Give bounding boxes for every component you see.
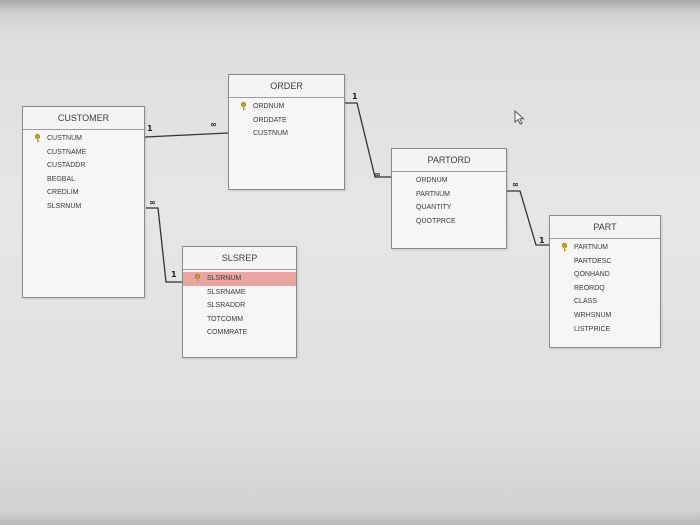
- field-label: CUSTNAME: [47, 148, 87, 156]
- field-part-listprice[interactable]: LISTPRICE: [550, 323, 660, 337]
- field-list-order: ORDNUM ORDDATE CUSTNUM: [229, 98, 344, 141]
- field-label: LISTPRICE: [574, 325, 611, 333]
- field-label: PARTDESC: [574, 257, 612, 265]
- cardinality-one-order-partord: 1: [352, 92, 358, 101]
- table-title-customer[interactable]: CUSTOMER: [23, 107, 144, 130]
- field-customer-credlim[interactable]: CREDLIM: [23, 186, 144, 200]
- cardinality-many-order-partord: ∞: [374, 170, 381, 179]
- key-icon: [35, 134, 40, 143]
- field-slsrep-slsraddr[interactable]: SLSRADDR: [183, 299, 296, 313]
- field-label: BEGBAL: [47, 175, 76, 183]
- field-part-partdesc[interactable]: PARTDESC: [550, 255, 660, 269]
- field-label: QUANTITY: [416, 204, 452, 212]
- cardinality-one-customer-order: 1: [147, 124, 153, 133]
- table-order[interactable]: ORDER ORDNUM ORDDATE CUSTNUM: [228, 74, 345, 190]
- field-label: COMMRATE: [207, 329, 248, 337]
- field-partord-quantity[interactable]: QUANTITY: [392, 201, 506, 215]
- field-list-part: PARTNUM PARTDESC QONHAND REORDQ CLASS WR…: [550, 239, 660, 336]
- cardinality-one-partord-part: 1: [539, 236, 545, 245]
- field-label: ORDNUM: [416, 177, 448, 184]
- field-label: WRHSNUM: [574, 311, 612, 319]
- field-label: SLSRNAME: [207, 288, 246, 296]
- field-customer-custnum[interactable]: CUSTNUM: [23, 132, 144, 146]
- key-icon: [195, 274, 200, 283]
- field-label: ORDDATE: [253, 116, 287, 124]
- field-partord-partnum[interactable]: PARTNUM: [392, 188, 506, 202]
- field-part-partnum[interactable]: PARTNUM: [550, 241, 660, 255]
- monitor-bottom-bezel: [0, 508, 700, 525]
- field-slsrep-commrate[interactable]: COMMRATE: [183, 326, 296, 340]
- key-icon: [562, 243, 567, 252]
- field-label: QUOTPRCE: [416, 217, 456, 225]
- field-label: REORDQ: [574, 284, 605, 292]
- field-customer-custname[interactable]: CUSTNAME: [23, 146, 144, 160]
- field-label: ORDNUM: [253, 103, 285, 110]
- cardinality-many-customer-slsrep: ∞: [149, 198, 156, 207]
- cardinality-many-partord-part: ∞: [512, 180, 519, 189]
- field-part-qonhand[interactable]: QONHAND: [550, 268, 660, 282]
- field-customer-slsrnum[interactable]: SLSRNUM: [23, 200, 144, 214]
- rel-customer-slsrep[interactable]: [146, 207, 182, 283]
- field-customer-custaddr[interactable]: CUSTADDR: [23, 159, 144, 173]
- rel-order-partord[interactable]: [345, 102, 391, 178]
- field-slsrep-slsrnum[interactable]: SLSRNUM: [183, 272, 296, 286]
- table-part[interactable]: PART PARTNUM PARTDESC QONHAND REORDQ CLA…: [549, 215, 661, 348]
- field-list-partord: ORDNUM PARTNUM QUANTITY QUOTPRCE: [392, 172, 506, 228]
- table-customer[interactable]: CUSTOMER CUSTNUM CUSTNAME CUSTADDR BEGBA…: [22, 106, 145, 298]
- field-order-custnum[interactable]: CUSTNUM: [229, 127, 344, 141]
- cardinality-many-customer-order: ∞: [210, 120, 217, 129]
- table-title-partord[interactable]: PARTORD: [392, 149, 506, 172]
- field-list-customer: CUSTNUM CUSTNAME CUSTADDR BEGBAL CREDLIM…: [23, 130, 144, 214]
- field-label: PARTNUM: [574, 244, 608, 251]
- field-label: CUSTNUM: [253, 130, 288, 138]
- field-label: PARTNUM: [416, 190, 450, 198]
- field-part-wrhsnum[interactable]: WRHSNUM: [550, 309, 660, 323]
- table-partord[interactable]: PARTORD ORDNUM PARTNUM QUANTITY QUOTPRCE: [391, 148, 507, 249]
- field-label: CUSTNUM: [47, 135, 82, 142]
- field-order-ordnum[interactable]: ORDNUM: [229, 100, 344, 114]
- field-label: CLASS: [574, 298, 597, 306]
- field-label: SLSRNUM: [207, 275, 242, 282]
- table-title-slsrep[interactable]: SLSREP: [183, 247, 296, 270]
- field-label: CUSTADDR: [47, 162, 86, 170]
- rel-customer-order[interactable]: [144, 132, 229, 138]
- field-order-orddate[interactable]: ORDDATE: [229, 114, 344, 128]
- field-label: SLSRADDR: [207, 302, 246, 310]
- monitor-top-bezel: [0, 0, 700, 14]
- field-partord-quotprce[interactable]: QUOTPRCE: [392, 215, 506, 229]
- field-slsrep-totcomm[interactable]: TOTCOMM: [183, 313, 296, 327]
- field-list-slsrep: SLSRNUM SLSRNAME SLSRADDR TOTCOMM COMMRA…: [183, 270, 296, 340]
- field-part-class[interactable]: CLASS: [550, 295, 660, 309]
- field-label: CREDLIM: [47, 189, 79, 197]
- cardinality-one-customer-slsrep: 1: [171, 270, 177, 279]
- field-label: SLSRNUM: [47, 202, 82, 210]
- field-customer-begbal[interactable]: BEGBAL: [23, 173, 144, 187]
- rel-partord-part[interactable]: [507, 190, 549, 246]
- field-partord-ordnum[interactable]: ORDNUM: [392, 174, 506, 188]
- field-part-reordq[interactable]: REORDQ: [550, 282, 660, 296]
- key-icon: [241, 102, 246, 111]
- field-label: QONHAND: [574, 271, 610, 279]
- table-title-order[interactable]: ORDER: [229, 75, 344, 98]
- mouse-pointer-icon: [514, 110, 525, 125]
- table-title-part[interactable]: PART: [550, 216, 660, 239]
- field-label: TOTCOMM: [207, 315, 244, 323]
- table-slsrep[interactable]: SLSREP SLSRNUM SLSRNAME SLSRADDR TOTCOMM…: [182, 246, 297, 358]
- field-slsrep-slsrname[interactable]: SLSRNAME: [183, 286, 296, 300]
